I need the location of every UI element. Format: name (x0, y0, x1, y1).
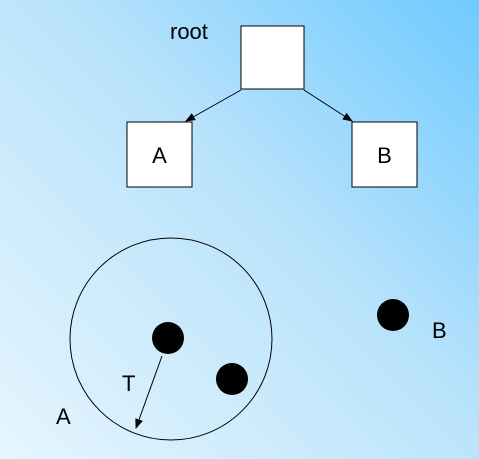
region-a-circle (69, 237, 273, 441)
spatial-diagram: T A B (56, 237, 447, 441)
center-point (152, 322, 184, 354)
inner-point (216, 363, 248, 395)
node-b-label: B (377, 143, 392, 168)
node-a (126, 121, 193, 188)
tree-diagram: root A B (126, 19, 418, 188)
edge-root-to-a (185, 89, 242, 122)
radius-label: T (122, 371, 135, 396)
node-a-label: A (152, 143, 167, 168)
edge-root-to-b (303, 89, 353, 122)
radius-arrow (135, 355, 163, 429)
node-b (351, 121, 418, 188)
root-label: root (170, 19, 208, 44)
outside-point-b (377, 299, 409, 331)
region-a-label: A (56, 404, 71, 429)
outside-point-label: B (432, 318, 447, 343)
root-node (240, 25, 305, 90)
